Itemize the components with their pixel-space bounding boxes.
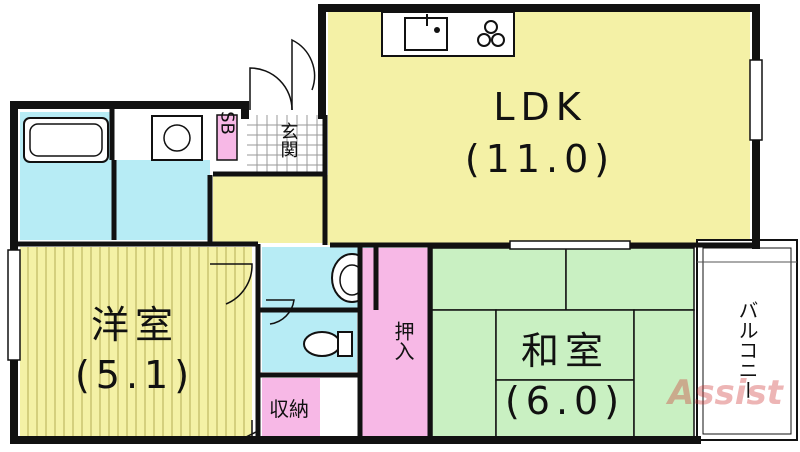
balcony bbox=[696, 239, 798, 441]
sink-drain-icon bbox=[434, 27, 440, 33]
door-swings bbox=[210, 38, 316, 441]
storage-closet bbox=[262, 378, 320, 436]
tatami-mats bbox=[431, 247, 695, 439]
closet-label: 収納 bbox=[269, 397, 309, 421]
entrance-label: 玄関 bbox=[278, 122, 299, 158]
japanese-name-label: 和室 bbox=[521, 329, 609, 373]
balcony-label: バルコニー bbox=[735, 300, 759, 400]
ldk-size-label: (11.0) bbox=[465, 137, 615, 181]
walls bbox=[10, 4, 760, 444]
washroom bbox=[114, 160, 210, 240]
shoe-box-label: SB bbox=[217, 111, 238, 135]
oshiire-closet bbox=[362, 248, 428, 438]
windows bbox=[7, 59, 763, 361]
bathtub-icon bbox=[23, 117, 109, 163]
stove-icon bbox=[477, 20, 505, 47]
western-name-label: 洋室 bbox=[91, 303, 179, 347]
entrance-tiles bbox=[247, 115, 325, 173]
watermark-text: Assist bbox=[665, 373, 785, 413]
toilet-bowl-icon bbox=[303, 331, 341, 357]
ldk-name-label: LDK bbox=[493, 85, 586, 129]
hall-floor bbox=[213, 175, 328, 243]
washing-machine-icon bbox=[151, 115, 203, 161]
western-size-label: (5.1) bbox=[75, 353, 195, 397]
japanese-size-label: (6.0) bbox=[505, 379, 625, 423]
western-floor-lines bbox=[27, 247, 245, 437]
shoe-box bbox=[216, 114, 238, 161]
